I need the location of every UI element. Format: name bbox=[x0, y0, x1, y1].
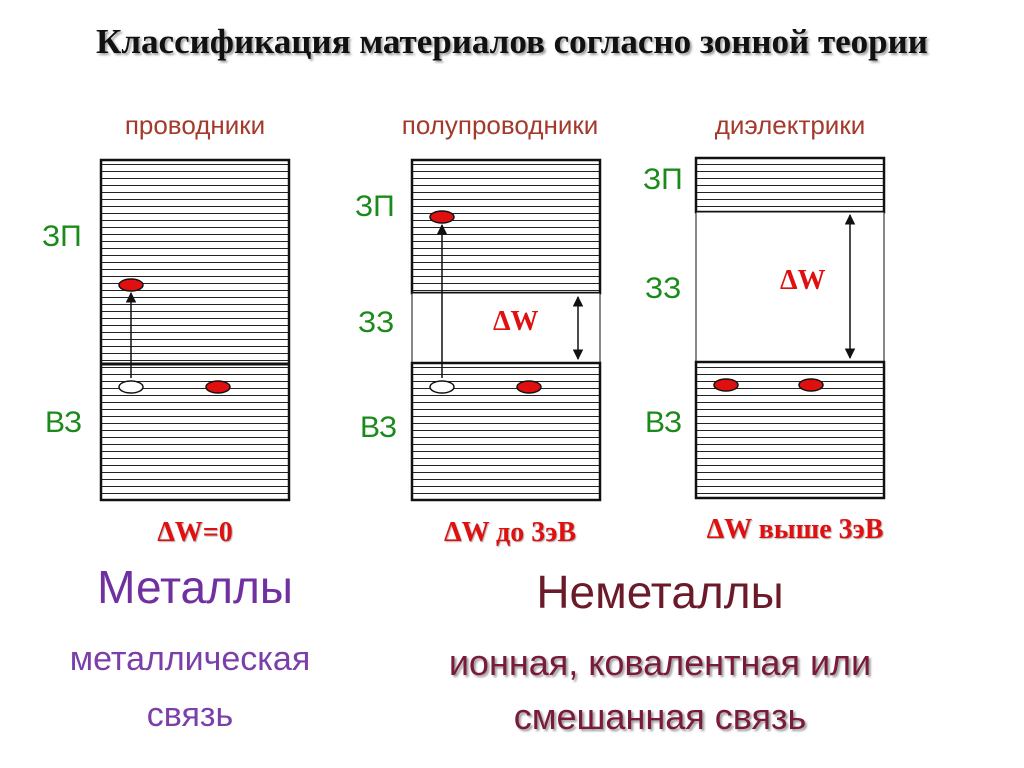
bond-nonmetals-line1: ионная, ковалентная или bbox=[448, 642, 872, 683]
zone-label-valence: ВЗ bbox=[360, 411, 398, 444]
zone-label-valence: ВЗ bbox=[45, 406, 83, 439]
zone-label-conduction: ЗП bbox=[42, 220, 82, 253]
electron bbox=[516, 380, 542, 394]
semiconductor-forbidden-zone bbox=[411, 292, 601, 364]
header-semiconductors: полупроводники bbox=[401, 110, 599, 140]
electron bbox=[713, 378, 739, 392]
bond-nonmetals-line2: смешанная связь bbox=[513, 696, 807, 737]
zone-label-conduction: ЗП bbox=[643, 163, 683, 196]
semiconductor-conduction-band bbox=[410, 158, 602, 295]
hole bbox=[118, 380, 144, 394]
bond-metals-line1: металлическая bbox=[69, 640, 311, 678]
zone-label-forbidden: ЗЗ bbox=[645, 272, 682, 305]
dielectric-diagram bbox=[694, 156, 886, 500]
header-conductors: проводники bbox=[124, 110, 266, 140]
gap-label-dielectric: ΔW bbox=[780, 265, 826, 296]
group-metals: Металлы bbox=[97, 561, 293, 613]
bond-metals-line2: связь bbox=[146, 696, 234, 734]
electron bbox=[429, 210, 455, 224]
delta-conductor: ΔW=0 bbox=[157, 517, 233, 548]
page-title: Классификация материалов согласно зонной… bbox=[96, 22, 928, 61]
electron bbox=[118, 278, 144, 292]
dielectric-conduction-band bbox=[694, 156, 886, 214]
semiconductor-diagram bbox=[410, 158, 602, 502]
delta-dielectric: ΔW выше 3эВ bbox=[706, 514, 884, 545]
delta-semiconductor: ΔW до 3эВ bbox=[444, 517, 576, 548]
electron bbox=[798, 378, 824, 392]
group-nonmetals: Неметаллы bbox=[536, 566, 784, 618]
header-dielectrics: диэлектрики bbox=[714, 110, 866, 140]
conductor-bands bbox=[99, 158, 291, 502]
conductor-diagram bbox=[99, 158, 291, 502]
zone-label-forbidden: ЗЗ bbox=[358, 306, 395, 339]
zone-label-conduction: ЗП bbox=[355, 190, 395, 223]
hole bbox=[429, 380, 455, 394]
gap-label-semiconductor: ΔW bbox=[493, 306, 539, 337]
zone-label-valence: ВЗ bbox=[645, 406, 683, 439]
electron bbox=[205, 380, 231, 394]
